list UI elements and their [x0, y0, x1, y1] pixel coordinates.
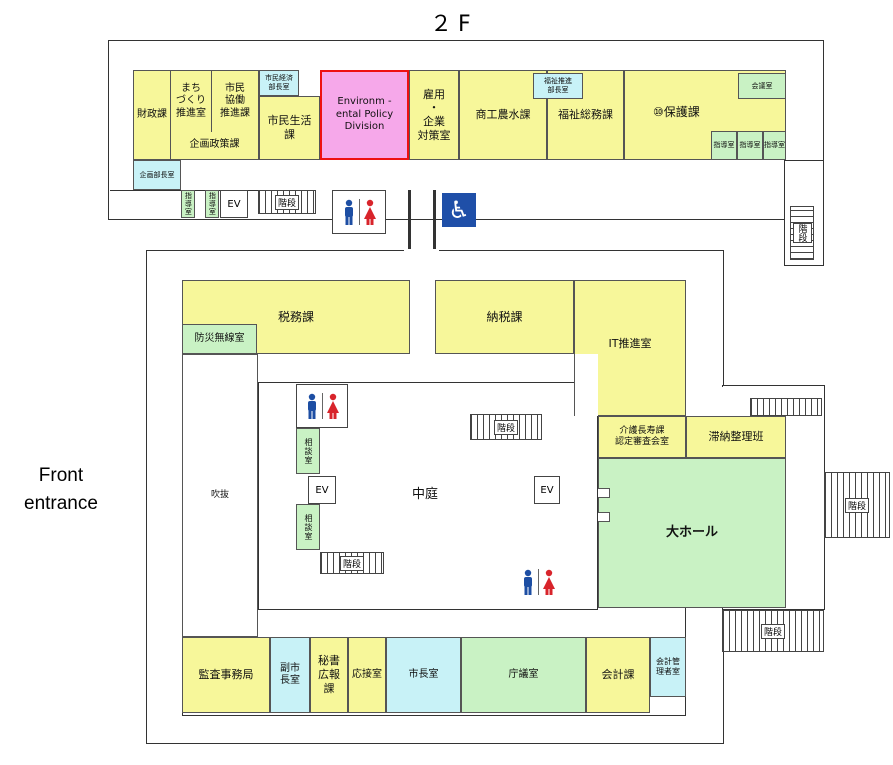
- elevator-courtyard-west: EV: [308, 476, 336, 504]
- room-kikaku-seisaku: 企画政策課: [170, 132, 259, 160]
- room-ousetsu: 応接室: [348, 637, 386, 713]
- room-tainou: 滞納整理班: [686, 416, 786, 458]
- room-zaisei: 財政課: [133, 70, 171, 160]
- room-small-a: 指導室: [711, 131, 737, 160]
- female-icon: [363, 199, 376, 225]
- female-icon: [542, 569, 555, 595]
- room-hisho: 秘書 広報 課: [310, 637, 348, 713]
- room-zeimu: 税務課: [182, 280, 410, 354]
- room-kansa: 監査事務局: [182, 637, 270, 713]
- stairs-north-east: 階段: [790, 206, 814, 260]
- room-bousai: 防災無線室: [182, 324, 257, 354]
- room-fuku-shicho: 副市 長室: [270, 637, 310, 713]
- room-small-c: 指導室: [763, 131, 786, 160]
- stairs-courtyard-north: 階段: [470, 414, 542, 440]
- room-small-2: 指導室: [205, 190, 219, 218]
- courtyard-nakaniwa: 中庭: [411, 486, 438, 502]
- room-shimin-keizai-bucho: 市民経済 部長室: [259, 70, 299, 96]
- female-icon: [326, 393, 339, 419]
- male-icon: [523, 569, 532, 595]
- front-entrance-label: Front entrance: [24, 465, 98, 514]
- room-shicho: 市長室: [386, 637, 461, 713]
- restroom-courtyard-se: [516, 560, 560, 604]
- room-kaikei-kanrisha: 会計管 理者室: [650, 637, 686, 697]
- room-nouzei: 納税課: [435, 280, 574, 354]
- elevator-courtyard-east: EV: [534, 476, 560, 504]
- room-kaikei: 会計課: [586, 637, 650, 713]
- stairs-east: 階段: [824, 472, 890, 538]
- stairs-south-east: 階段: [722, 610, 824, 652]
- room-kaigi: 会議室: [738, 73, 786, 99]
- room-fukushi-bucho: 福祉推進 部長室: [533, 73, 583, 99]
- stairs-east-upper: [750, 398, 822, 416]
- room-soudan-1: 相談室: [296, 428, 320, 474]
- room-shoko: 商工農水課: [459, 70, 547, 160]
- room-environmental-policy: Environm - ental Policy Division: [320, 70, 409, 160]
- male-icon: [307, 393, 316, 419]
- stairs-courtyard-south: 階段: [320, 552, 384, 574]
- room-koyo: 雇用 ・ 企業 対策室: [409, 70, 459, 160]
- room-kaigo: 介護長寿課 認定審査会室: [598, 416, 686, 458]
- room-machizukuri: まち づくり 推進室: [170, 70, 212, 132]
- void-fukinuke: 吹抜: [182, 354, 258, 637]
- stairs-north-west: 階段: [258, 190, 316, 214]
- floor-label: ２F: [430, 12, 477, 37]
- room-chogi: 庁議室: [461, 637, 586, 713]
- room-soudan-2: 相談室: [296, 504, 320, 550]
- room-kikaku-bucho: 企画部長室: [133, 160, 181, 190]
- restroom-north: [332, 190, 386, 234]
- room-dai-hall: 大ホール: [598, 458, 786, 608]
- elevator-north: EV: [220, 190, 248, 218]
- male-icon: [344, 199, 353, 225]
- accessible-toilet-icon: ♿: [442, 193, 476, 227]
- room-small-1: 指導室: [181, 190, 195, 218]
- room-small-b: 指導室: [737, 131, 763, 160]
- room-shimin-seikatsu: 市民生活 課: [259, 96, 320, 160]
- room-shimin-kyodo: 市民 協働 推進課: [211, 70, 259, 132]
- restroom-courtyard-nw: [296, 384, 348, 428]
